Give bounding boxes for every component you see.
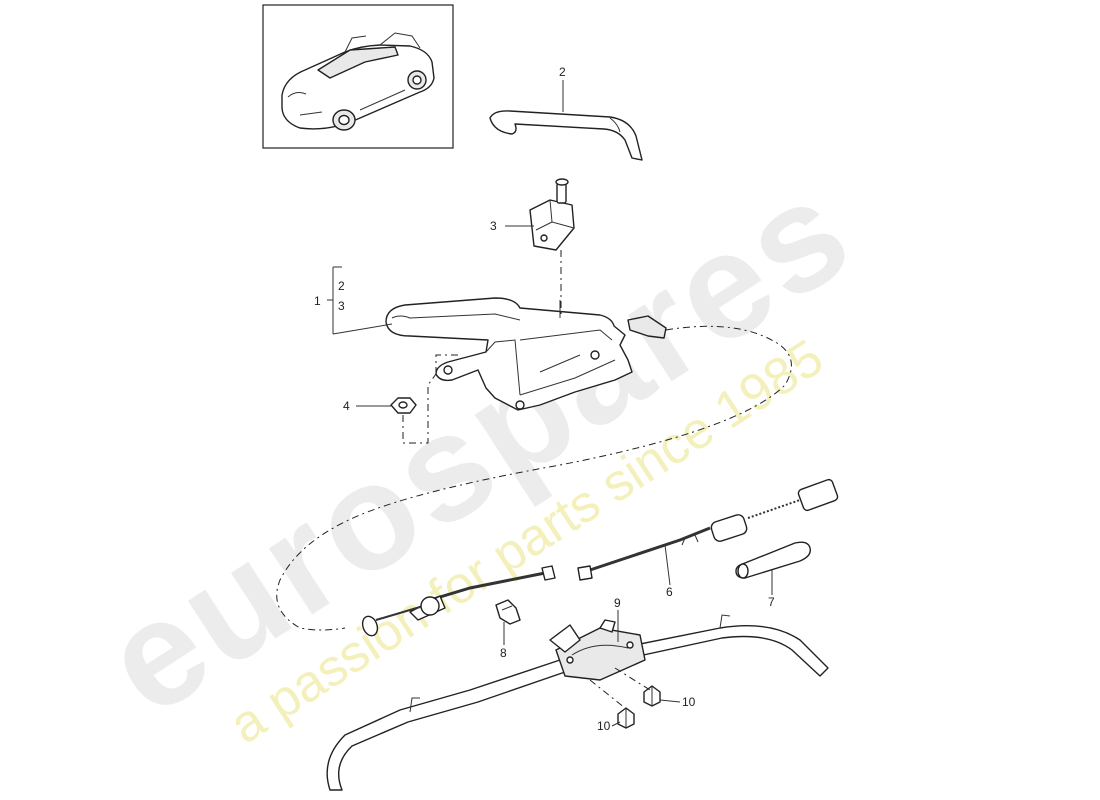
callout-10-left: 10	[597, 719, 611, 733]
callout-1: 1	[314, 294, 321, 308]
callout-8: 8	[500, 646, 507, 660]
callout-2: 2	[559, 65, 566, 79]
part-brake-cable	[361, 478, 839, 637]
watermark: eurospares a passion for parts since 198…	[76, 144, 879, 755]
callout-3: 3	[490, 219, 497, 233]
part-bolts	[589, 667, 661, 729]
leader-lines	[327, 80, 773, 727]
part-nut	[390, 397, 417, 414]
assembly-guide-lines	[276, 250, 792, 631]
callout-4: 4	[343, 399, 350, 413]
callout-10-right: 10	[682, 695, 696, 709]
part-handbrake-lever	[385, 297, 667, 411]
part-clip	[495, 599, 521, 625]
car-convertible-icon	[281, 32, 435, 131]
callout-9: 9	[614, 596, 621, 610]
part-guide-tube	[326, 614, 829, 791]
callout-1-sub-3: 3	[338, 299, 345, 313]
part-switch-bracket	[529, 178, 575, 251]
callout-7: 7	[768, 595, 775, 609]
vehicle-thumbnail	[262, 4, 454, 149]
callout-6: 6	[666, 585, 673, 599]
watermark-brand: eurospares	[76, 144, 879, 747]
part-sleeve	[735, 541, 811, 579]
part-handle-grip	[489, 110, 643, 161]
callout-1-sub-2: 2	[338, 279, 345, 293]
callout-labels: 2 3 1 2 3 4 6 7 8 9 10 10	[314, 65, 775, 733]
